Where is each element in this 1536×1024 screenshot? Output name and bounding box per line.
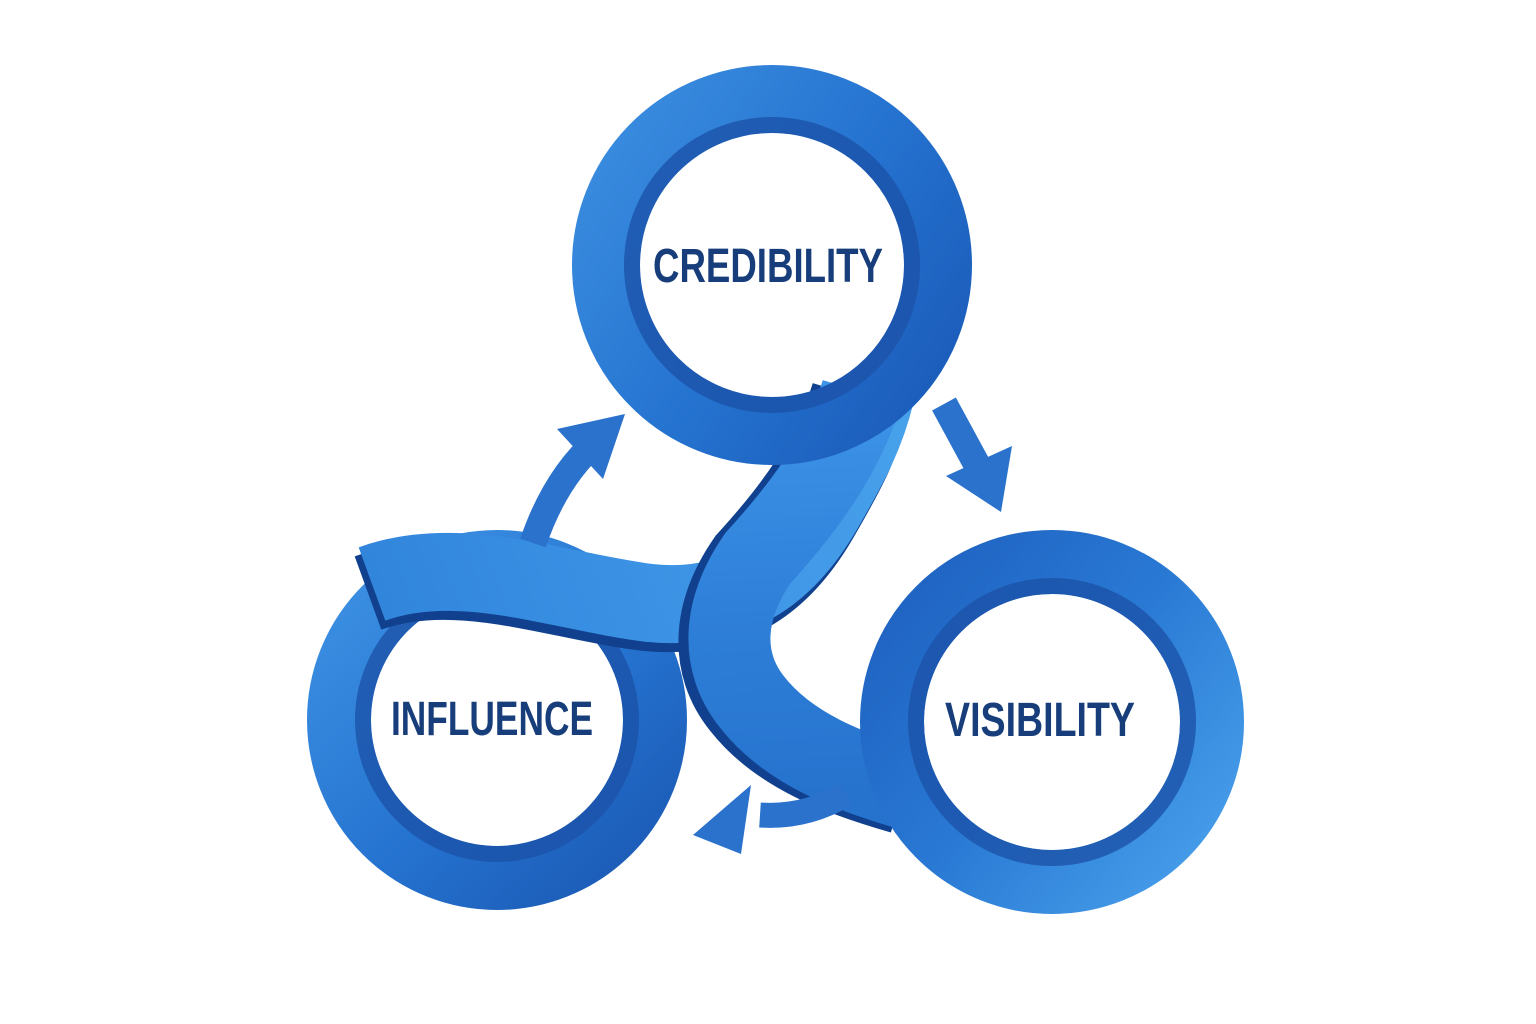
visibility-label: VISIBILITY [945, 694, 1135, 747]
influence-label: INFLUENCE [391, 693, 593, 746]
arrow-influence-to-credibility-icon [520, 414, 625, 548]
ribbon-credibility-to-visibility [678, 379, 924, 833]
arrow-credibility-to-visibility-icon [932, 397, 1012, 512]
arrow-head [557, 414, 625, 479]
credibility-ring [572, 65, 972, 465]
arrow-shaft [759, 783, 853, 828]
arrow-head [946, 446, 1012, 512]
arrow-head [693, 785, 751, 854]
visibility-ring [860, 530, 1244, 914]
credibility-ring-inner-bevel [624, 117, 920, 413]
arrow-visibility-to-influence-icon [693, 783, 853, 854]
credibility-ring-band [572, 65, 972, 465]
visibility-ring-band [860, 530, 1244, 914]
credibility-label: CREDIBILITY [653, 240, 883, 293]
visibility-ring-inner-bevel [908, 578, 1196, 866]
ribbon-credibility-surface [688, 379, 924, 830]
